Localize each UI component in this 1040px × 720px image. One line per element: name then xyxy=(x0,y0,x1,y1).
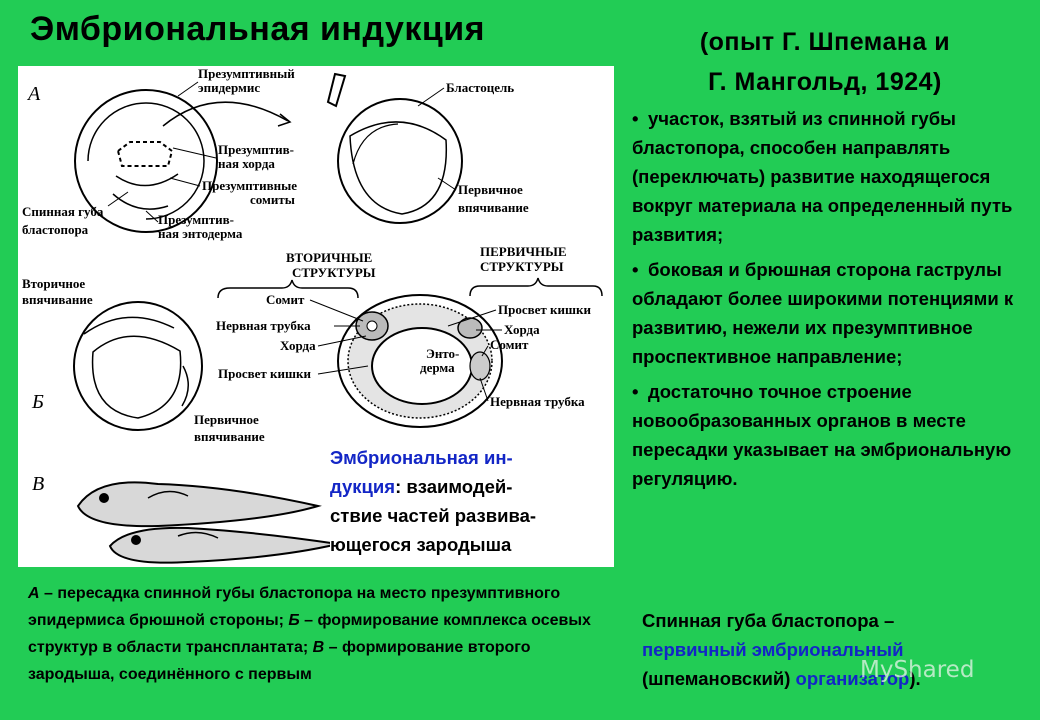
panel-letter-v: В xyxy=(32,473,44,495)
spemann-experiment-figure: А Б В Презумптивный эпидермис Бластоцель… xyxy=(18,66,614,567)
label-secondary-invagination-2: впячивание xyxy=(22,292,93,307)
definition-box: Эмбриональная ин- дукция: взаимодей- ств… xyxy=(330,443,614,559)
label-primary-invagination-2: впячивание xyxy=(458,200,529,215)
donor-gastrula xyxy=(74,89,292,233)
caption-key-v: В xyxy=(312,639,325,656)
label-somite-right: Сомит xyxy=(490,337,529,352)
label-secondary-structures-2: СТРУКТУРЫ xyxy=(292,265,376,280)
label-gut-lumen-left: Просвет кишки xyxy=(218,366,311,381)
label-chord-left: Хорда xyxy=(280,338,316,353)
definition-line2: дукция: взаимодей- xyxy=(330,472,614,501)
section-leader-lines xyxy=(309,299,502,402)
label-presumptive-chord: Презумптив- xyxy=(218,142,294,157)
page-title: Эмбриональная индукция xyxy=(30,10,486,48)
caption-key-a: А xyxy=(28,585,40,602)
watermark: MyShared xyxy=(860,657,975,683)
figure-drawing: А Б В Презумптивный эпидермис Бластоцель… xyxy=(22,66,603,564)
organizer-line3-prefix: (шпемановский) xyxy=(642,668,796,689)
caption-text-a: – пересадка спинной губы бластопора на м… xyxy=(28,585,561,629)
label-neural-tube-right: Нервная трубка xyxy=(490,394,585,409)
label-primary-invagination-b: Первичное xyxy=(194,412,259,427)
label-secondary-structures: ВТОРИЧНЫЕ xyxy=(286,250,372,265)
embryo-cross-section xyxy=(337,294,503,428)
label-primary-structures: ПЕРВИЧНЫЕ xyxy=(480,244,567,259)
bullet-icon: • xyxy=(632,381,639,402)
label-chord-right: Хорда xyxy=(504,322,540,337)
label-dorsal-lip: Спинная губа xyxy=(22,204,104,219)
label-blastocoel: Бластоцель xyxy=(446,80,514,95)
definition-text: : взаимодей- xyxy=(395,476,513,497)
definition-line3: ствие частей развива- xyxy=(330,505,537,526)
figure-caption: А – пересадка спинной губы бластопора на… xyxy=(28,580,608,688)
subtitle-line-1: (опыт Г. Шпемана и xyxy=(699,28,951,56)
definition-line4: ющегося зародыша xyxy=(330,534,512,555)
label-primary-structures-2: СТРУКТУРЫ xyxy=(480,259,564,274)
panel-letter-a: А xyxy=(26,83,41,105)
organizer-line3: (шпемановский) организатор). xyxy=(642,664,1032,693)
label-secondary-invagination: Вторичное xyxy=(22,276,85,291)
leader-lines xyxy=(107,81,457,223)
label-somite-left: Сомит xyxy=(266,292,305,307)
finding-text: достаточно точное строение новообразован… xyxy=(632,381,1012,489)
gastrula-b xyxy=(73,301,203,431)
recipient-gastrula xyxy=(337,98,463,224)
organizer-line3-suffix: ). xyxy=(909,668,921,689)
transplant-piece xyxy=(326,72,347,108)
subtitle-line-2: Г. Мангольд, 1924) xyxy=(708,68,942,96)
organizer-term: организатор xyxy=(795,668,910,689)
finding-item: •боковая и брюшная сторона гаструлы обла… xyxy=(632,255,1027,371)
finding-text: участок, взятый из спинной губы бластопо… xyxy=(632,108,1013,245)
caption-text-v: – формирование второго зародыша, соединё… xyxy=(28,639,531,683)
label-endoderm: Энто- xyxy=(426,346,459,361)
label-presumptive-epidermis: Презумптивный xyxy=(198,66,295,81)
bullet-icon: • xyxy=(632,108,639,129)
caption-text-b: – формирование комплекса осевых структур… xyxy=(28,612,591,656)
organizer-line2: первичный эмбриональный xyxy=(642,639,904,660)
definition-term-line1: Эмбриональная ин- xyxy=(330,447,513,468)
definition-term-line2: дукция xyxy=(330,476,396,497)
experiment-reference: (опыт Г. Шпемана и Г. Мангольд, 1924) xyxy=(640,22,1010,102)
caption-key-b: Б xyxy=(288,612,300,629)
label-primary-invagination-b-2: впячивание xyxy=(194,429,265,444)
findings-list: •участок, взятый из спинной губы бластоп… xyxy=(632,104,1027,499)
conjoined-tadpoles xyxy=(76,481,339,564)
label-presumptive-endoderm-2: ная энтодерма xyxy=(158,226,243,241)
finding-item: •участок, взятый из спинной губы бластоп… xyxy=(632,104,1027,249)
finding-text: боковая и брюшная сторона гаструлы облад… xyxy=(632,259,1014,367)
panel-letter-b: Б xyxy=(31,391,44,413)
label-presumptive-somites: Презумптивные xyxy=(202,178,297,193)
label-presumptive-chord-2: ная хорда xyxy=(218,156,275,171)
organizer-statement: Спинная губа бластопора – первичный эмбр… xyxy=(642,606,1032,693)
label-presumptive-epidermis-2: эпидермис xyxy=(198,80,260,95)
organizer-line1: Спинная губа бластопора – xyxy=(642,610,895,631)
label-gut-lumen-right: Просвет кишки xyxy=(498,302,591,317)
structure-braces xyxy=(217,277,603,299)
label-presumptive-somites-2: сомиты xyxy=(250,192,295,207)
label-dorsal-lip-2: бластопора xyxy=(22,222,89,237)
finding-item: •достаточно точное строение новообразова… xyxy=(632,377,1027,493)
label-endoderm-2: дерма xyxy=(420,360,455,375)
bullet-icon: • xyxy=(632,259,639,280)
label-presumptive-endoderm: Презумптив- xyxy=(158,212,234,227)
label-primary-invagination: Первичное xyxy=(458,182,523,197)
label-neural-tube-left: Нервная трубка xyxy=(216,318,311,333)
